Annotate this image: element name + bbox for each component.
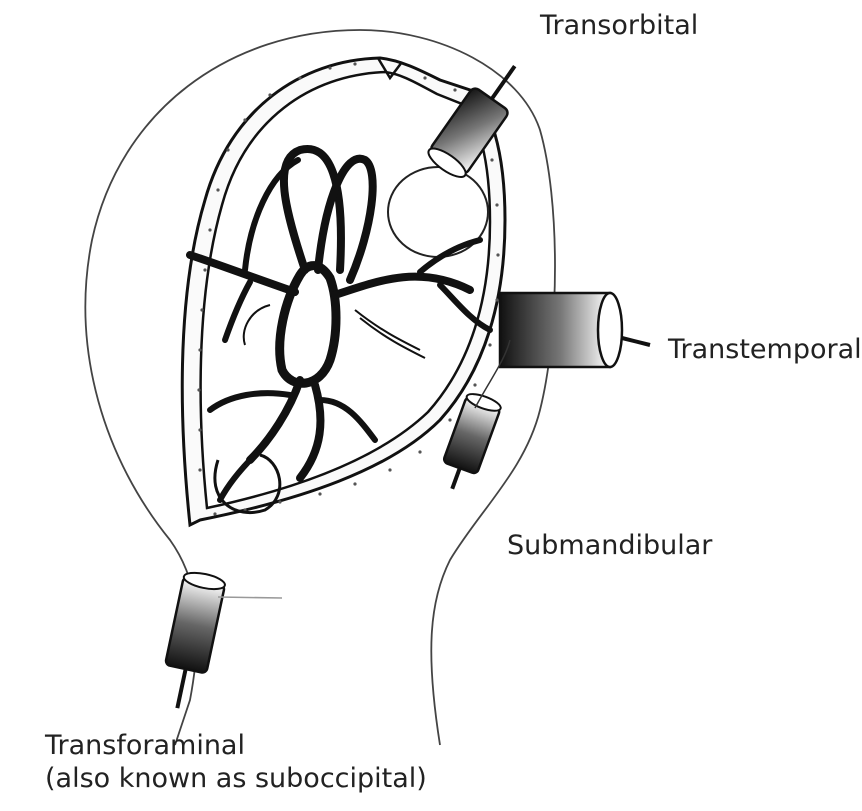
submandibular-label: Submandibular — [507, 530, 712, 563]
transforaminal-label-line2: (also known as suboccipital) — [45, 763, 427, 796]
transforaminal-label-line1: Transforaminal — [45, 730, 427, 763]
transtemporal-probe — [500, 293, 650, 367]
transforaminal-label: Transforaminal (also known as suboccipit… — [45, 730, 427, 796]
transtemporal-label: Transtemporal — [668, 334, 862, 367]
transorbital-label: Transorbital — [540, 10, 698, 43]
